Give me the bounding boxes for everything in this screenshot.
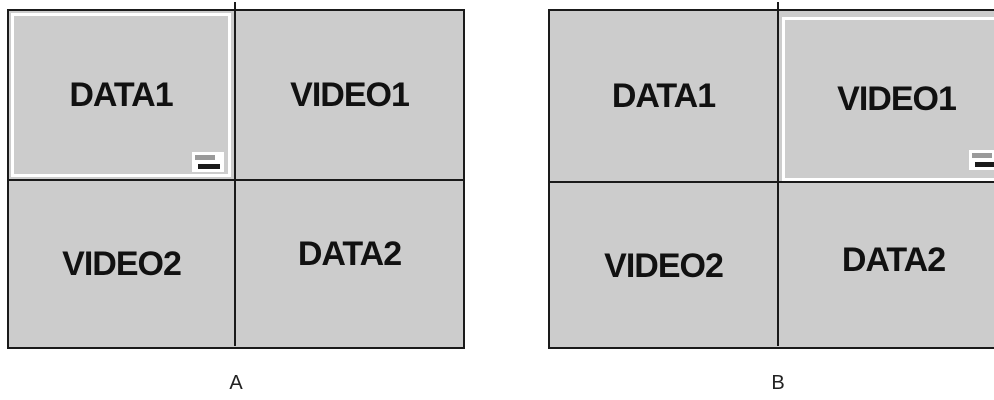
cell-top-right-selected[interactable]: VIDEO1 [782, 17, 994, 181]
layout-diagram-a: DATA1 VIDEO1 VIDEO2 DATA2 A [0, 0, 470, 400]
cell-bottom-left[interactable]: VIDEO2 [550, 183, 777, 349]
cell-top-left[interactable]: DATA1 [550, 11, 777, 181]
pip-window-icon [969, 150, 994, 170]
cell-label: VIDEO1 [290, 75, 410, 114]
cell-label: DATA1 [69, 75, 173, 114]
pip-window-icon [192, 152, 224, 172]
video-wall-grid-a: DATA1 VIDEO1 VIDEO2 DATA2 [7, 2, 465, 349]
cell-label: DATA2 [297, 234, 402, 273]
grid-vertical-divider [777, 2, 779, 346]
grid-vertical-divider [234, 2, 236, 346]
cell-bottom-left[interactable]: VIDEO2 [9, 181, 234, 347]
cell-label: VIDEO2 [604, 246, 724, 285]
cell-label: VIDEO2 [62, 244, 182, 283]
cell-bottom-right[interactable]: DATA2 [236, 171, 463, 337]
cell-label: VIDEO1 [837, 79, 957, 118]
cell-bottom-right[interactable]: DATA2 [779, 171, 994, 349]
grid-horizontal-divider [9, 179, 463, 181]
grid-horizontal-divider [550, 181, 994, 183]
diagram-caption: A [229, 372, 243, 394]
cell-label: DATA2 [841, 240, 946, 279]
layout-diagram-b: DATA1 VIDEO1 VIDEO2 DATA2 B [545, 0, 994, 400]
video-wall-grid-b: DATA1 VIDEO1 VIDEO2 DATA2 [548, 2, 994, 349]
cell-top-right[interactable]: VIDEO1 [236, 11, 463, 179]
cell-top-left-selected[interactable]: DATA1 [11, 13, 231, 177]
cell-label: DATA1 [611, 76, 716, 115]
diagram-caption: B [771, 372, 785, 394]
